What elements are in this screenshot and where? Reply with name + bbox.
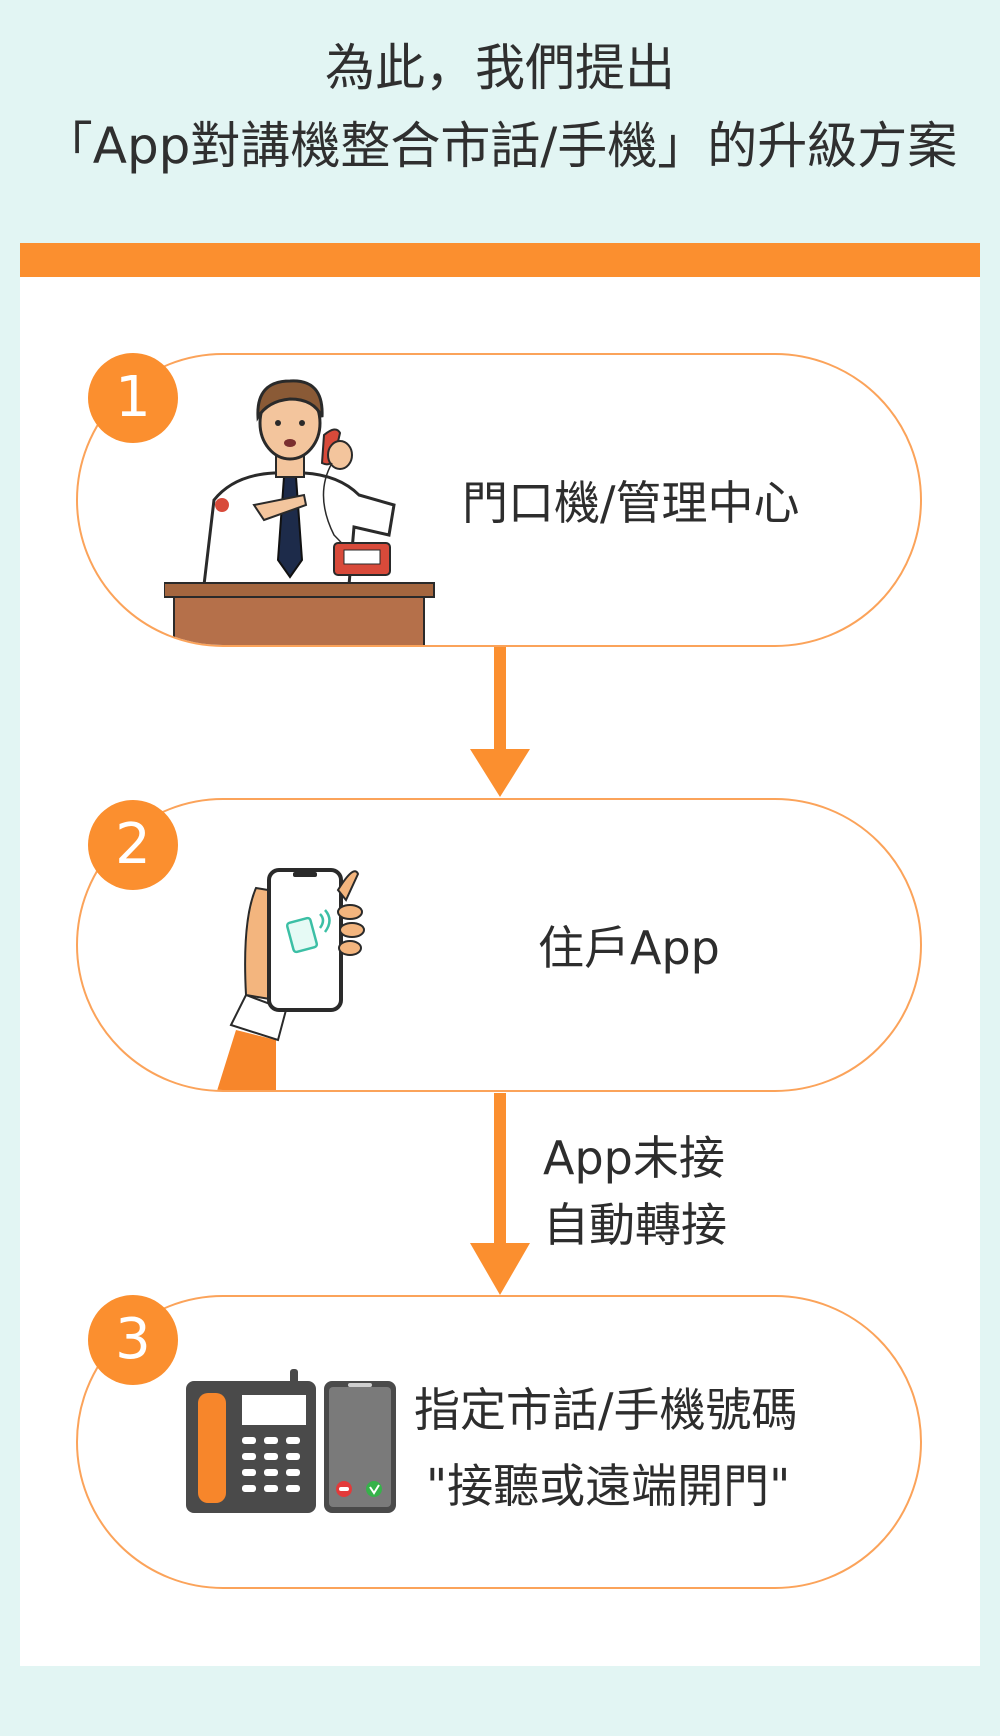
- down-arrow-2: [470, 1093, 530, 1295]
- down-arrow-1: [470, 647, 530, 797]
- auto-transfer-label-line-2: 自動轉接: [543, 1198, 727, 1252]
- step-1-label: 門口機/管理中心: [462, 476, 800, 530]
- step-1-badge: 1: [88, 353, 178, 443]
- step-2-label: 住戶App: [538, 921, 720, 975]
- step-3-pill: [76, 1295, 922, 1589]
- card-accent-bar: [20, 243, 980, 277]
- step-2-pill: [76, 798, 922, 1092]
- hand-holding-smartphone-icon: [217, 868, 365, 1090]
- step-2-badge: 2: [88, 800, 178, 890]
- auto-transfer-label-line-1: App未接: [543, 1131, 725, 1185]
- deskphone-and-mobile-icon: [186, 1369, 396, 1513]
- title-line-2: 「App對講機整合市話/手機」的升級方案: [42, 117, 958, 175]
- title-line-1: 為此，我們提出: [325, 39, 675, 97]
- step-3-label-line-2: "接聽或遠端開門": [426, 1459, 791, 1513]
- step-1-pill: [76, 353, 922, 647]
- guard-desk-phone-icon: [164, 379, 435, 645]
- step-3-badge: 3: [88, 1295, 178, 1385]
- step-3-label-line-1: 指定市話/手機號碼: [414, 1383, 798, 1437]
